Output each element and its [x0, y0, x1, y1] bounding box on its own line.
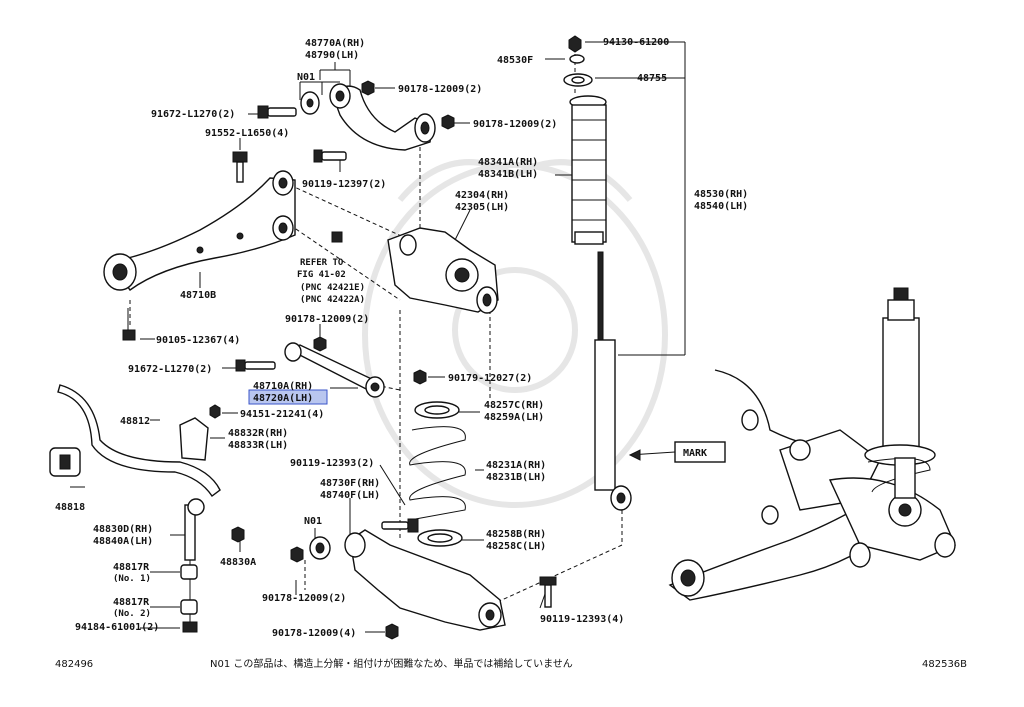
- bolt-90119-a: [313, 149, 347, 163]
- label-48231B[interactable]: 48231B(LH): [486, 472, 546, 483]
- label-n01-top: N01: [297, 72, 315, 83]
- label-48259A[interactable]: 48259A(LH): [484, 412, 544, 423]
- label-90178-b[interactable]: 90178-12009(2): [473, 119, 557, 130]
- footer-left-code: 482496: [55, 659, 93, 670]
- label-48840A[interactable]: 48840A(LH): [93, 536, 153, 547]
- nut-94151: [209, 404, 221, 419]
- nut-90178-c: [313, 336, 327, 352]
- label-90119-c[interactable]: 90119-12393(4): [540, 614, 624, 625]
- nut-90178-b: [441, 114, 455, 130]
- label-90105[interactable]: 90105-12367(4): [156, 335, 240, 346]
- label-48832R[interactable]: 48832R(RH): [228, 428, 288, 439]
- label-48720A[interactable]: 48720A(LH): [253, 393, 313, 404]
- label-90178-d[interactable]: 90178-12009(2): [262, 593, 346, 604]
- highlight-48720A: [248, 389, 328, 405]
- label-91672-a[interactable]: 91672-L1270(2): [151, 109, 235, 120]
- coil-spring-48231A: [409, 401, 466, 547]
- label-94130[interactable]: 94130-61200: [603, 37, 669, 48]
- label-94151[interactable]: 94151-21241(4): [240, 409, 324, 420]
- label-48730F[interactable]: 48730F(RH): [320, 478, 380, 489]
- label-48770A[interactable]: 48770A(RH): [305, 38, 365, 49]
- label-48833R[interactable]: 48833R(LH): [228, 440, 288, 451]
- label-mark: MARK: [683, 448, 707, 459]
- label-refer-1: REFER TO: [300, 258, 344, 268]
- label-48830D[interactable]: 48830D(RH): [93, 524, 153, 535]
- mark-callout: [628, 441, 726, 463]
- label-refer-2[interactable]: FIG 41-02: [297, 270, 346, 280]
- label-48540[interactable]: 48540(LH): [694, 201, 748, 212]
- label-48818[interactable]: 48818: [55, 502, 85, 513]
- label-90119-a[interactable]: 90119-12397(2): [302, 179, 386, 190]
- label-90179[interactable]: 90179-12027(2): [448, 373, 532, 384]
- label-48830A[interactable]: 48830A: [220, 557, 256, 568]
- label-48258B[interactable]: 48258B(RH): [486, 529, 546, 540]
- label-refer-3: (PNC 42421E): [300, 283, 365, 293]
- footer-right-code: 482536B: [922, 659, 967, 670]
- label-layer: 48770A(RH) 48790(LH) N01 90178-12009(2) …: [55, 37, 748, 639]
- label-90178-e[interactable]: 90178-12009(4): [272, 628, 356, 639]
- watermark: [362, 159, 668, 508]
- label-48258C[interactable]: 48258C(LH): [486, 541, 546, 552]
- label-48817R-1[interactable]: 48817R: [113, 562, 150, 573]
- shock-absorber-48530: [563, 35, 632, 511]
- toe-link-48720A: [235, 342, 385, 398]
- label-48257C[interactable]: 48257C(RH): [484, 400, 544, 411]
- label-48740F[interactable]: 48740F(LH): [320, 490, 380, 501]
- label-refer-4: (PNC 42422A): [300, 295, 365, 305]
- label-42304[interactable]: 42304(RH): [455, 190, 509, 201]
- assembly-view: [668, 287, 956, 601]
- upper-arm-48770A: [329, 83, 436, 151]
- bolt-91672-top: [257, 105, 297, 119]
- bolt-91552: [232, 151, 248, 183]
- lower-arm-48710B: [103, 170, 296, 291]
- label-94184[interactable]: 94184-61001(2): [75, 622, 159, 633]
- lower-arm-48730F: [290, 518, 557, 640]
- bolt-90105: [122, 329, 136, 341]
- label-48812[interactable]: 48812: [120, 416, 150, 427]
- label-91672-b[interactable]: 91672-L1270(2): [128, 364, 212, 375]
- bolt-refer: [331, 231, 343, 243]
- footer: 482496 N01 この部品は、構造上分解・組付けが困難なため、単品では補給し…: [55, 657, 967, 670]
- label-n01-bot: N01: [304, 516, 322, 527]
- label-48341A[interactable]: 48341A(RH): [478, 157, 538, 168]
- label-48755[interactable]: 48755: [637, 73, 667, 84]
- label-48817R-2[interactable]: 48817R: [113, 597, 150, 608]
- stabilizer-bar-48812: [49, 384, 221, 498]
- label-90178-c[interactable]: 90178-12009(2): [285, 314, 369, 325]
- knuckle-42304: [387, 227, 499, 314]
- label-48341B[interactable]: 48341B(LH): [478, 169, 538, 180]
- label-48530F[interactable]: 48530F: [497, 55, 533, 66]
- label-90119-b[interactable]: 90119-12393(2): [290, 458, 374, 469]
- label-48710B[interactable]: 48710B: [180, 290, 216, 301]
- label-no2: (No. 2): [113, 609, 151, 619]
- label-48231A[interactable]: 48231A(RH): [486, 460, 546, 471]
- bushing-n01-top: [300, 91, 320, 115]
- label-90178-a[interactable]: 90178-12009(2): [398, 84, 482, 95]
- stabilizer-link-48830D: [180, 498, 245, 633]
- label-48530[interactable]: 48530(RH): [694, 189, 748, 200]
- label-no1: (No. 1): [113, 574, 151, 584]
- label-91552[interactable]: 91552-L1650(4): [205, 128, 289, 139]
- label-48710A[interactable]: 48710A(RH): [253, 381, 313, 392]
- label-48790[interactable]: 48790(LH): [305, 50, 359, 61]
- label-42305[interactable]: 42305(LH): [455, 202, 509, 213]
- bracket-48832R: [179, 417, 209, 461]
- footer-note: N01 この部品は、構造上分解・組付けが困難なため、単品では補給していません: [210, 657, 573, 670]
- nut-90178-a: [361, 80, 375, 96]
- nut-90179: [413, 369, 427, 385]
